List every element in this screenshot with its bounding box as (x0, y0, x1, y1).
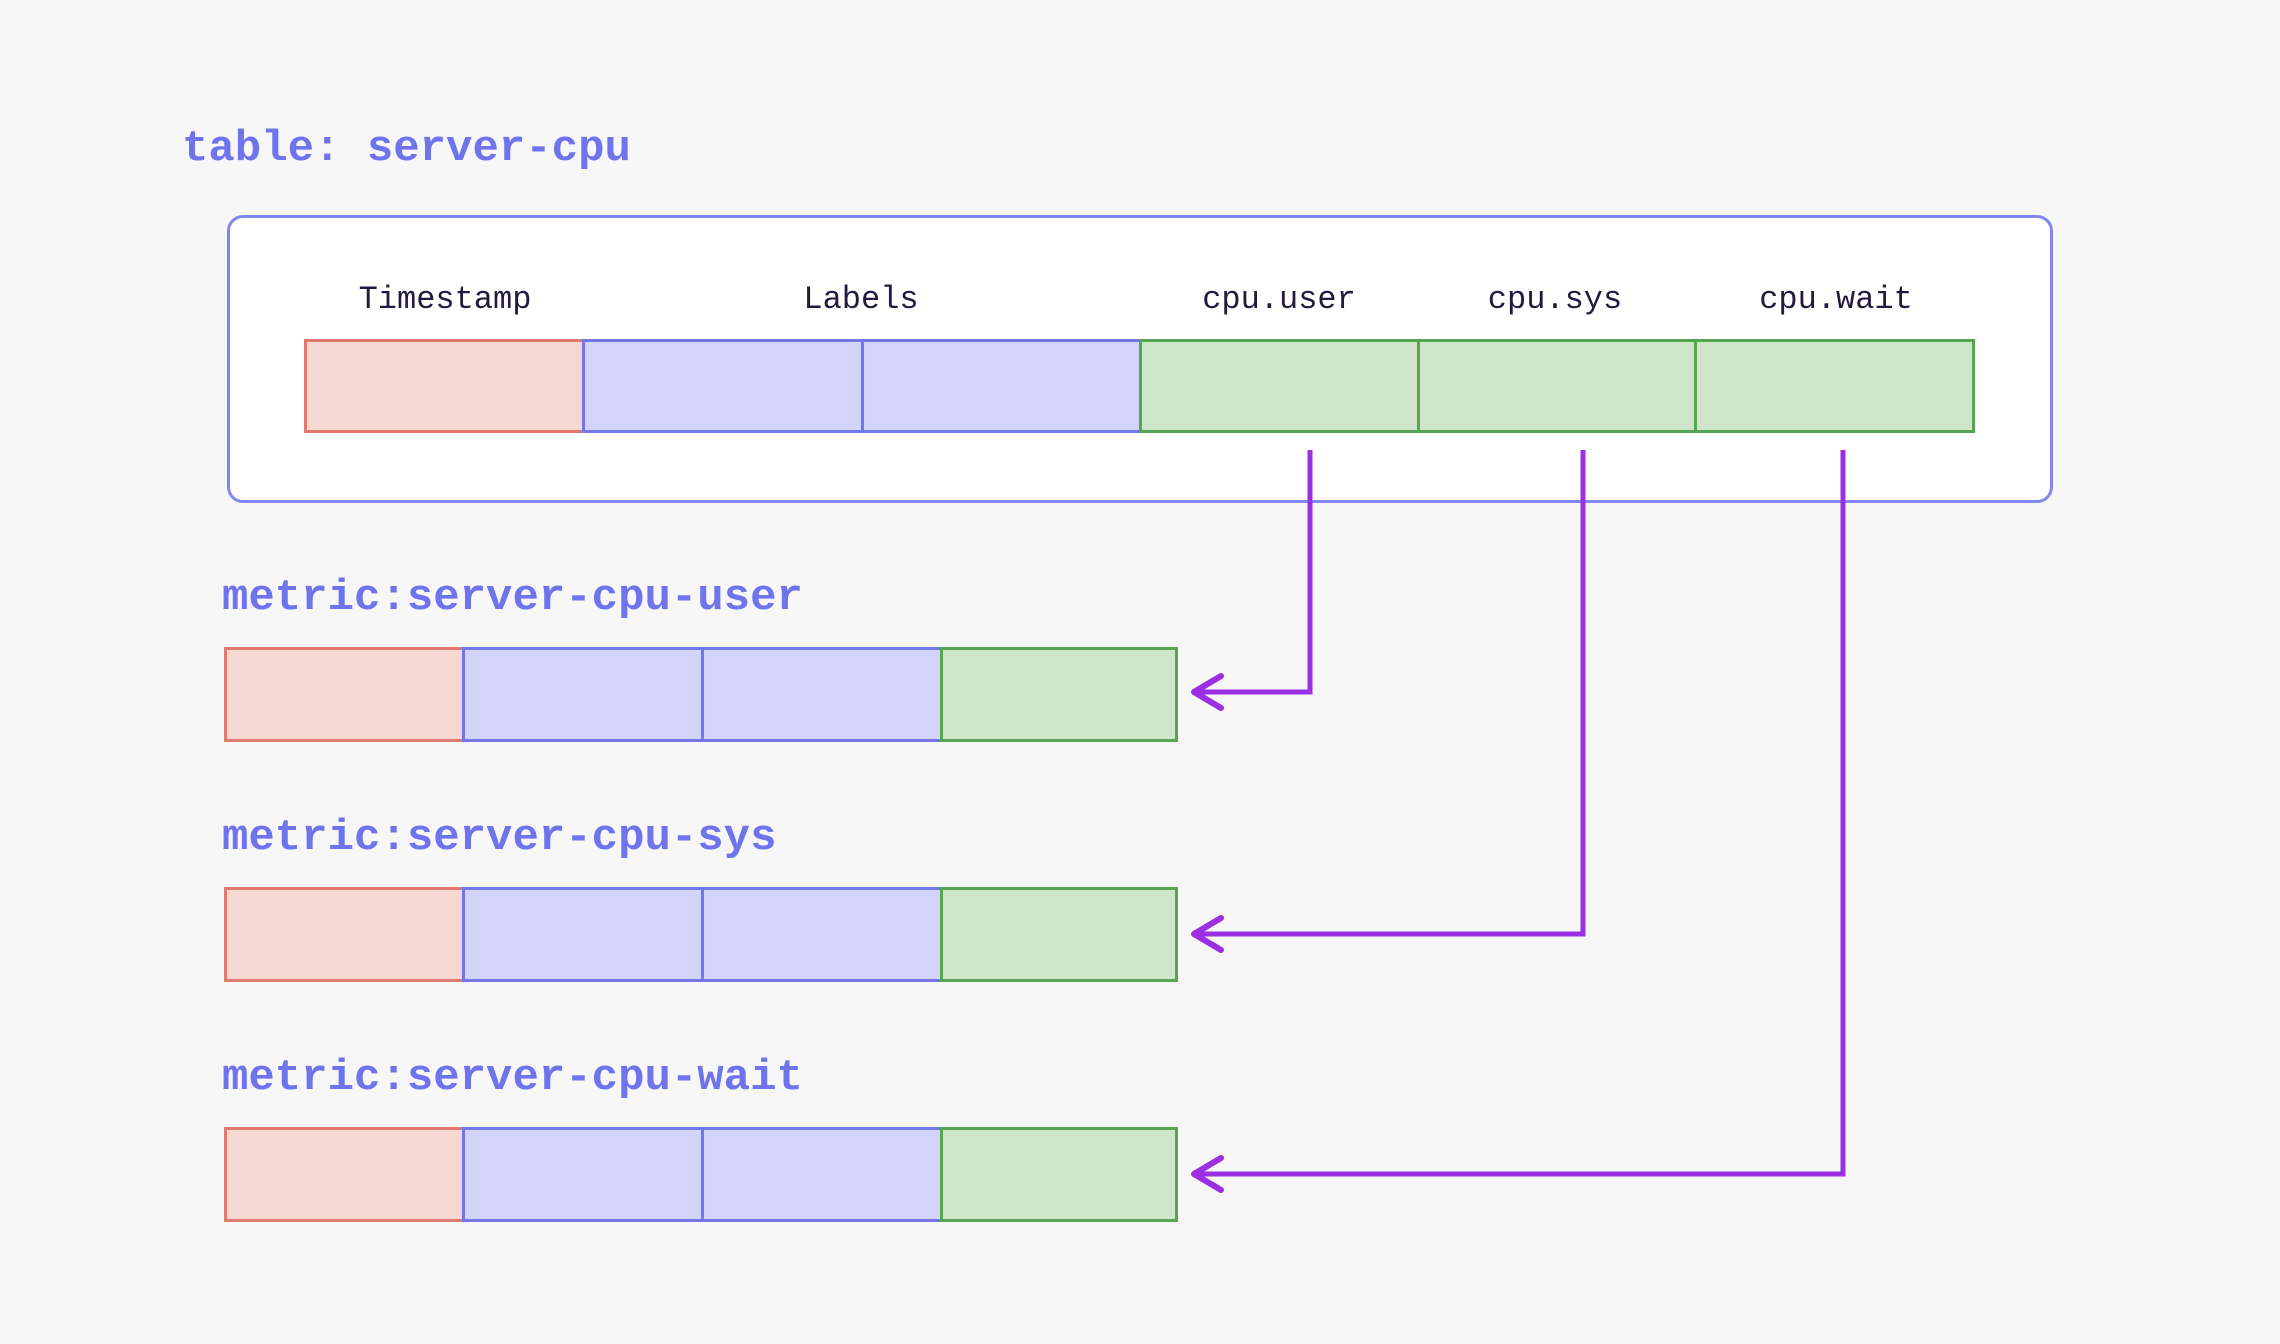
metric-title-wait: metric:server-cpu-wait (222, 1053, 803, 1103)
table-cell-timestamp (304, 339, 585, 433)
metric-sys-cell-labels-1 (462, 887, 704, 982)
metric-user-cell-labels-2 (701, 647, 943, 742)
column-header-cpu-wait: cpu.wait (1759, 281, 1913, 318)
metric-user-cell-timestamp (224, 647, 465, 742)
metric-wait-cell-labels-2 (701, 1127, 943, 1222)
metric-sys-cell-value (940, 887, 1178, 982)
metric-wait-cell-labels-1 (462, 1127, 704, 1222)
column-header-timestamp: Timestamp (358, 281, 532, 318)
table-cell-labels-1 (582, 339, 864, 433)
metric-wait-cell-value (940, 1127, 1178, 1222)
table-cell-cpu-wait (1694, 339, 1975, 433)
column-header-cpu-sys: cpu.sys (1487, 281, 1623, 318)
metric-title-sys: metric:server-cpu-sys (222, 813, 777, 863)
metric-sys-cell-labels-2 (701, 887, 943, 982)
table-title: table: server-cpu (182, 124, 631, 174)
metric-user-cell-value (940, 647, 1178, 742)
table-cell-cpu-sys (1417, 339, 1697, 433)
column-header-cpu-user: cpu.user (1202, 281, 1356, 318)
metric-sys-cell-timestamp (224, 887, 465, 982)
metric-user-cell-labels-1 (462, 647, 704, 742)
arrow-cpu-sys-to-metric (1191, 450, 1586, 953)
table-cell-labels-2 (861, 339, 1142, 433)
column-header-labels: Labels (803, 281, 919, 318)
metric-wait-cell-timestamp (224, 1127, 465, 1222)
table-cell-cpu-user (1139, 339, 1420, 433)
metric-title-user: metric:server-cpu-user (222, 573, 803, 623)
arrow-cpu-wait-to-metric (1191, 450, 1846, 1193)
